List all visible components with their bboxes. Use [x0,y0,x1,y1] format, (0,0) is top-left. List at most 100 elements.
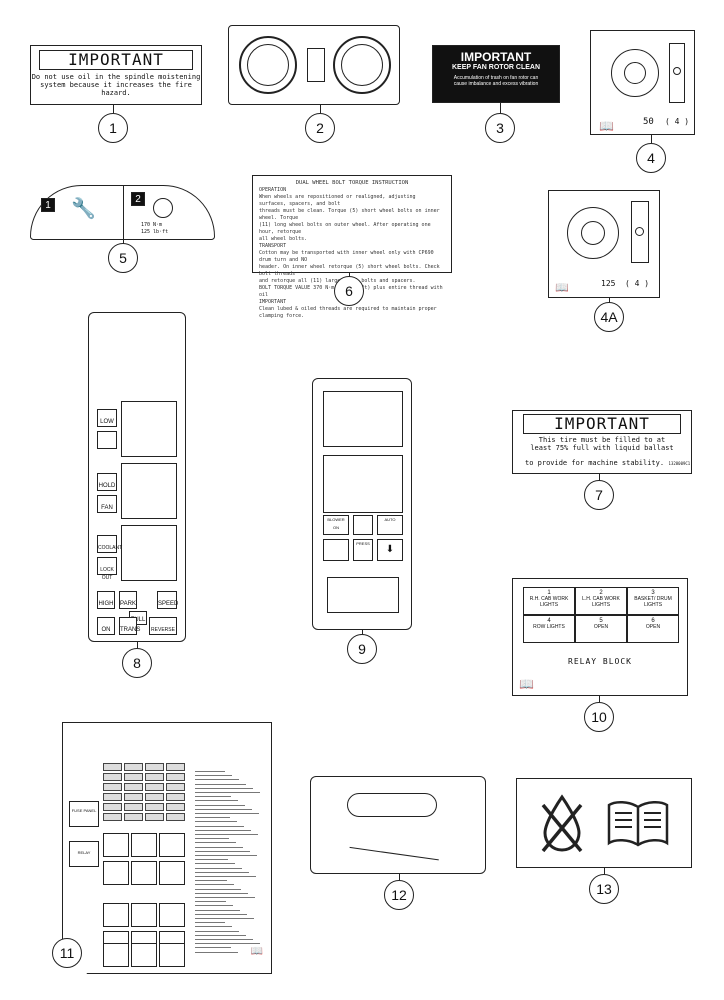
indicator-down-arrow: ⬇ [377,539,403,561]
decal-7-line1: This tire must be filled to at [538,436,666,444]
callout-11: 11 [52,938,82,968]
callout-4: 4 [636,143,666,173]
fuse-slot [124,773,143,781]
decal-6-l11: IMPORTANT [259,299,287,305]
legend-line [195,897,255,898]
fuse-slot [145,813,164,821]
legend-line [195,888,241,890]
legend-line [195,871,249,873]
indicator-hold: HOLD [97,473,117,491]
fuse-slot [124,813,143,821]
legend-line [195,939,253,940]
legend-line [195,867,242,869]
indicator-reverse: REVERSE [149,617,177,635]
indicator-fan: FAN [97,495,117,513]
legend-line [195,779,239,781]
decal-6-l1: OPERATION [259,187,287,193]
decal-1-line1: Do not use oil in the spindle moistening [31,73,201,81]
decal-6-l7: Cotton may be transported with inner whe… [259,250,434,263]
fuse-slot [166,783,185,791]
fuse-slot [145,793,164,801]
indicator-high: HIGH [97,591,115,609]
indicator-basket [353,515,373,535]
legend-line [195,800,238,802]
legend-line [195,913,247,915]
legend-line [195,855,257,856]
display-window-bottom [327,577,399,613]
legend-line [195,850,250,852]
gauge-right-icon [333,36,391,94]
legend-line [195,783,246,785]
legend-line [195,901,226,903]
display-window-3 [121,525,177,581]
legend-line [195,838,229,840]
step-2-badge: 2 [131,192,145,206]
fuse-slot [145,783,164,791]
relay-slot [103,943,129,967]
fuse-slot [103,813,122,821]
legend-line [195,787,253,789]
fuse-slot [103,783,122,791]
legend-line [195,909,240,911]
legend-line [195,934,246,936]
legend-line [195,918,254,919]
indicator-4 [323,539,349,561]
slot-window-icon [347,793,437,817]
fuse-legend [195,771,267,961]
decal-6-l6: TRANSPORT [259,243,287,249]
decal-1: IMPORTANT Do not use oil in the spindle … [30,45,202,105]
fuse-slot [166,773,185,781]
decal-6-l5: all wheel bolts. [259,236,308,242]
indicator-on: ON [97,617,115,635]
callout-10: 10 [584,702,614,732]
fuse-slot [103,773,122,781]
legend-line [195,859,228,861]
legend-line [195,863,235,865]
manual-book-icon: 📖 [599,119,614,133]
fuse-slot [124,783,143,791]
gauge-left-icon [239,36,297,94]
decal-3-header: IMPORTANT [460,50,532,64]
legend-line [195,792,260,793]
legend-line [195,951,238,953]
wrench-icon: 🔧 [71,198,96,220]
legend-line [195,821,237,823]
decal-7: IMPORTANT This tire must be filled to at… [512,410,692,474]
decal-6-l8: header. On inner wheel retorque (5) shor… [259,264,440,277]
display-window-top [323,391,403,447]
legend-line [195,829,251,831]
legend-line [195,943,260,945]
relay-slot [131,833,157,857]
fuse-grid [103,763,187,967]
legend-line [195,922,225,924]
decal-4-count: ( 4 ) [665,117,690,126]
indicator-coolant: COOLANT [97,535,122,553]
manual-book-icon-10: 📖 [519,677,534,691]
legend-line [195,771,225,772]
legend-line [195,834,258,835]
decal-11: FUSE PANEL RELAY 📖 [62,722,272,974]
callout-8: 8 [122,648,152,678]
display-window-middle [323,455,403,513]
decal-5-torque: 170 N·m [141,222,163,228]
callout-4a: 4A [594,302,624,332]
decal-10-footer: RELAY BLOCK [568,657,632,666]
step-1-badge: 1 [41,198,55,212]
display-window-2 [121,463,177,519]
fuse-slot [166,803,185,811]
indicator-blower-on: BLOWER ON [323,515,349,535]
decal-5-torque2: 125 lb·ft [141,229,169,235]
fuse-slot [124,763,143,771]
decal-2 [228,25,400,105]
manual-book-icon-11: 📖 [250,946,263,957]
callout-13: 13 [589,874,619,904]
indicator-trans: TRANS [119,617,140,635]
decal-13 [516,778,692,868]
callout-2: 2 [305,113,335,143]
fuse-slot [166,763,185,771]
callout-6: 6 [334,276,364,306]
